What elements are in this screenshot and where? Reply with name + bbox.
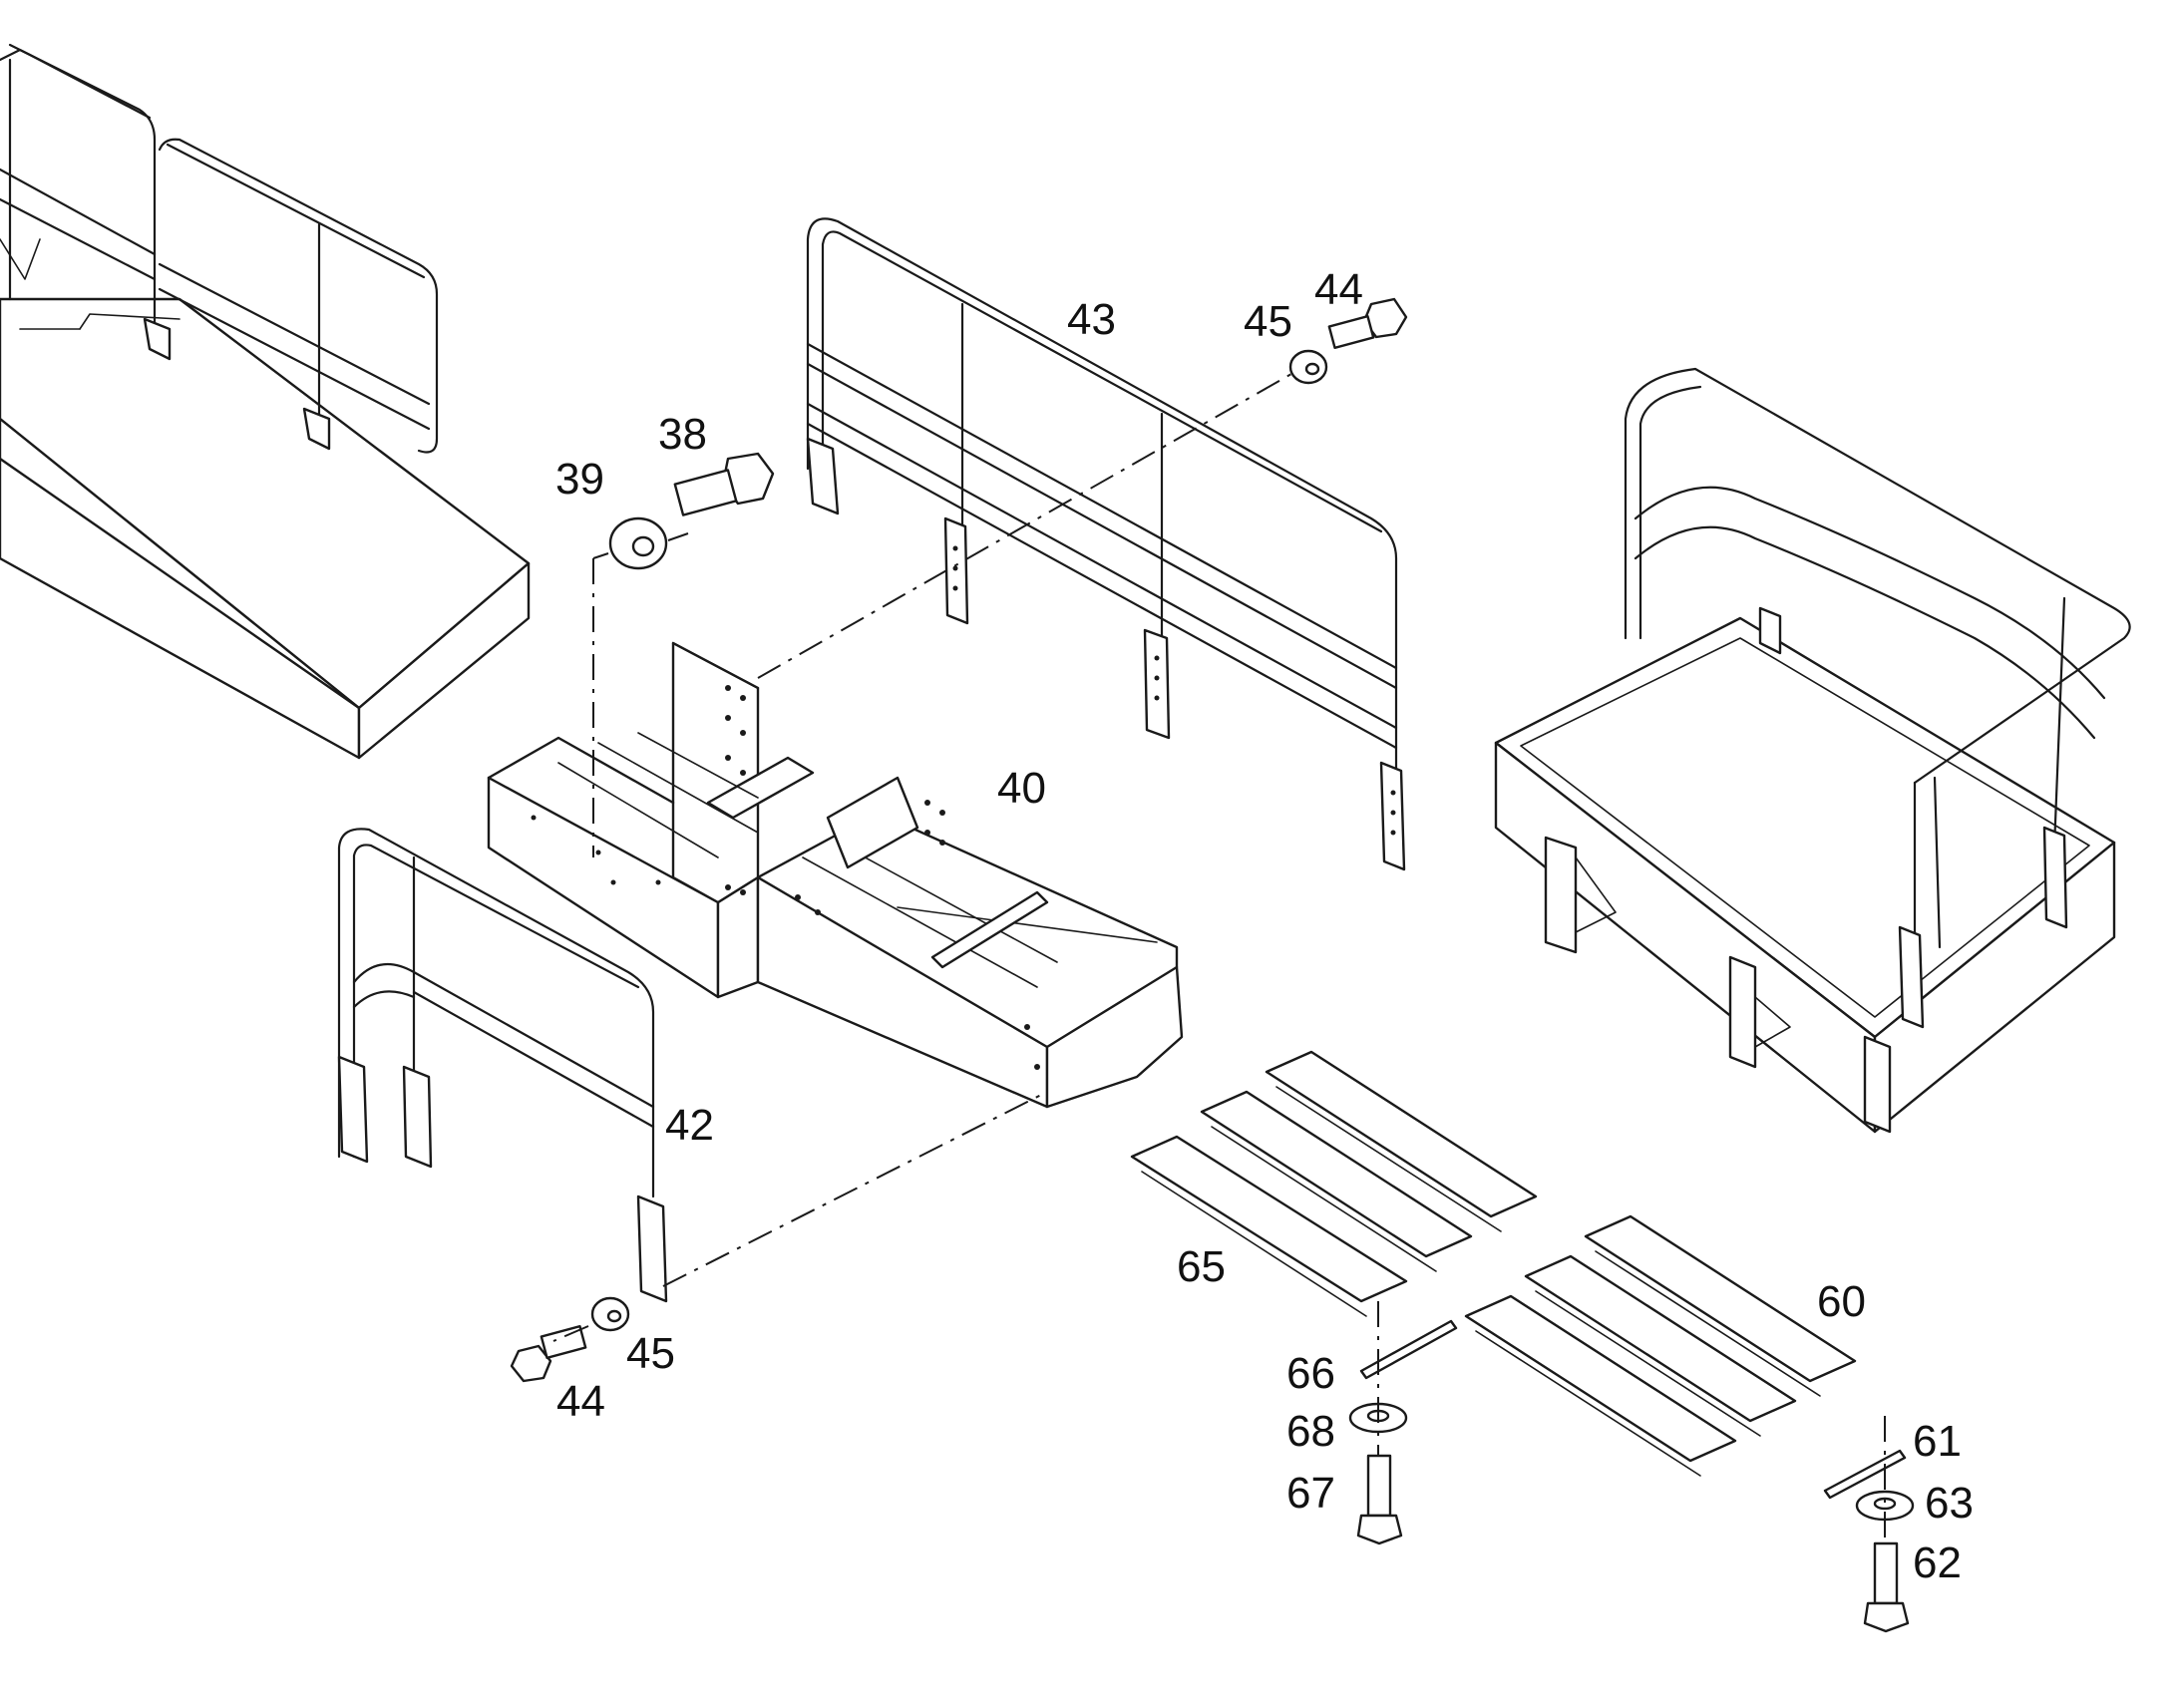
railing-part-43 bbox=[806, 217, 1406, 871]
callout-39: 39 bbox=[555, 455, 604, 504]
callout-66: 66 bbox=[1286, 1349, 1335, 1398]
callout-63: 63 bbox=[1925, 1479, 1974, 1528]
bolt-part-44-bottom bbox=[510, 1324, 587, 1383]
washer-part-45-top bbox=[1288, 349, 1328, 385]
callout-65: 65 bbox=[1177, 1242, 1226, 1291]
callout-61: 61 bbox=[1913, 1417, 1962, 1466]
callout-60: 60 bbox=[1817, 1277, 1866, 1326]
callout-45-bottom: 45 bbox=[626, 1329, 675, 1378]
washer-part-45-bottom bbox=[590, 1296, 630, 1332]
callout-67: 67 bbox=[1286, 1469, 1335, 1518]
callouts: 38 39 40 42 43 44 45 44 45 60 61 62 63 6… bbox=[555, 265, 1974, 1587]
callout-62: 62 bbox=[1913, 1538, 1962, 1587]
alignment-lines bbox=[552, 373, 1886, 1543]
callout-38: 38 bbox=[658, 410, 707, 459]
plate-part-66 bbox=[1359, 1319, 1458, 1380]
right-platform bbox=[1494, 367, 2131, 1134]
bolt-part-44-top bbox=[1327, 297, 1408, 350]
upper-left-platform bbox=[0, 43, 531, 760]
plate-part-61 bbox=[1823, 1449, 1907, 1500]
bolt-part-38 bbox=[673, 452, 775, 516]
callout-43: 43 bbox=[1067, 295, 1116, 344]
callout-45-top: 45 bbox=[1244, 297, 1292, 346]
callout-42: 42 bbox=[665, 1101, 714, 1150]
railing-part-42 bbox=[337, 828, 668, 1303]
callout-40: 40 bbox=[997, 764, 1046, 813]
frame-part-40 bbox=[487, 641, 1184, 1109]
callout-44-bottom: 44 bbox=[556, 1377, 605, 1426]
washer-part-39 bbox=[608, 516, 668, 570]
bolt-part-67 bbox=[1356, 1454, 1403, 1545]
callout-44-top: 44 bbox=[1314, 265, 1363, 314]
grating-part-65 bbox=[1130, 1050, 1538, 1317]
callout-68: 68 bbox=[1286, 1407, 1335, 1456]
grating-part-60 bbox=[1464, 1214, 1857, 1477]
bolt-part-62 bbox=[1863, 1541, 1910, 1633]
